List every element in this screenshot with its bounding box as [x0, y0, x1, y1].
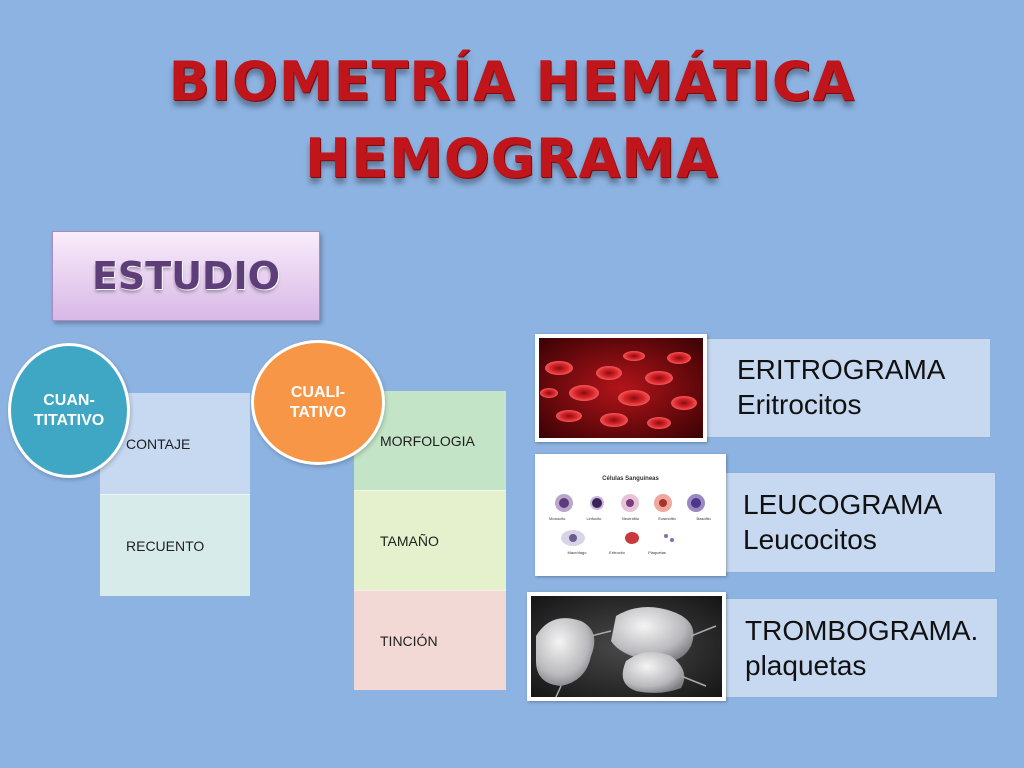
cualitativo-item-tincion: TINCIÓN	[354, 590, 506, 690]
leucograma-card: LEUCOGRAMA Leucocitos	[720, 472, 996, 573]
cuantitativo-item-recuento: RECUENTO	[100, 494, 250, 596]
blood-chart-heading: Células Sanguíneas	[602, 476, 659, 482]
cuantitativo-item-label: CONTAJE	[126, 435, 191, 452]
cualitativo-item-label: MORFOLOGIA	[380, 432, 475, 449]
cuantitativo-item-label: RECUENTO	[126, 537, 205, 554]
red-blood-cells-photo-icon	[535, 334, 707, 442]
cuantitativo-list: CONTAJE RECUENTO	[100, 393, 250, 596]
cualitativo-list: MORFOLOGIA TAMAÑO TINCIÓN	[354, 391, 506, 690]
cualitativo-item-tamano: TAMAÑO	[354, 490, 506, 590]
blood-chart-row1: Monocito Linfocito Neutrófilo Eosinófilo…	[539, 516, 722, 521]
cualitativo-item-label: TINCIÓN	[380, 632, 438, 649]
blood-chart-row2: Macrófago Eritrocito Plaquetas	[557, 550, 677, 555]
blood-chart-label: Macrófago	[567, 550, 587, 555]
estudio-box: ESTUDIO	[52, 231, 320, 321]
cuantitativo-circle-label: CUAN- TITATIVO	[33, 391, 105, 429]
blood-chart-label: Monocito	[549, 516, 566, 521]
platelets-photo-icon	[527, 592, 726, 701]
blood-chart-label: Plaquetas	[648, 550, 666, 555]
eritrograma-card: ERITROGRAMA Eritrocitos	[700, 338, 991, 438]
blood-chart-label: Eosinófilo	[658, 516, 676, 521]
trombograma-card: TROMBOGRAMA. plaquetas	[722, 598, 998, 698]
cuantitativo-circle: CUAN- TITATIVO	[8, 343, 130, 478]
trombograma-label: TROMBOGRAMA. plaquetas	[745, 615, 979, 681]
blood-chart-label: Linfocito	[586, 516, 602, 521]
cualitativo-item-label: TAMAÑO	[380, 532, 439, 549]
title-line-2: HEMOGRAMA	[305, 127, 719, 190]
eritrograma-label: ERITROGRAMA Eritrocitos	[737, 354, 946, 420]
blood-cells-chart-photo-icon: Células Sanguíneas Monocito Linfocito Ne…	[535, 454, 726, 576]
cualitativo-circle: CUALI- TATIVO	[251, 340, 385, 465]
title-line-1: BIOMETRÍA HEMÁTICA	[168, 50, 856, 113]
blood-chart-label: Neutrófilo	[621, 516, 640, 521]
blood-chart-label: Basófilo	[696, 516, 711, 521]
cualitativo-circle-label: CUALI- TATIVO	[289, 383, 347, 421]
estudio-label: ESTUDIO	[91, 254, 281, 298]
blood-chart-label: Eritrocito	[609, 550, 625, 555]
leucograma-label: LEUCOGRAMA Leucocitos	[743, 489, 943, 555]
